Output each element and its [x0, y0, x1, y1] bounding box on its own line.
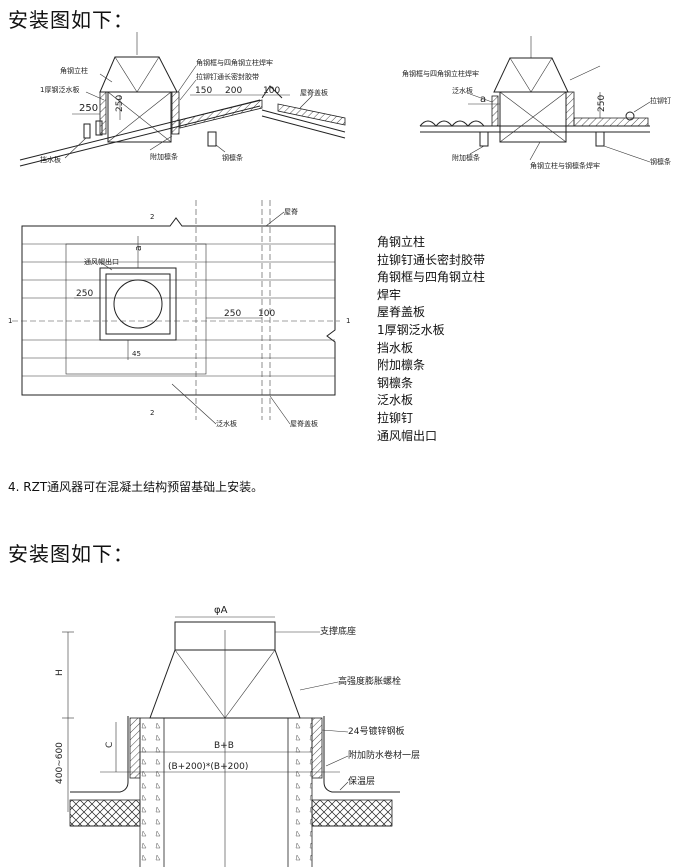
diagram-ridge-section: 250 150 200 100 250 角钢立柱 1厚钢泛水板 挡水板 附加檩条…	[19, 32, 346, 167]
label-ridge-board-plan: 屋脊盖板	[290, 419, 318, 428]
label-base: 支撑底座	[320, 625, 356, 637]
label-insulation: 保温层	[348, 775, 375, 787]
dim-250-b: 250	[115, 95, 125, 112]
legend-item: 焊牢	[377, 287, 402, 302]
label-frame-weld-2: 角钢框与四角钢立柱焊牢	[402, 69, 479, 78]
legend-item: 挡水板	[377, 340, 414, 355]
label-plate: 24号镀锌钢板	[348, 725, 404, 737]
dim-b-b: B+B	[214, 741, 234, 751]
dim-200: 200	[225, 86, 242, 96]
heading-install-2: 安装图如下：	[8, 542, 134, 566]
diagram-flat-section: a 250 角钢框与四角钢立柱焊牢 泛水板 拉铆钉 附加檩条 角钢立柱与钢檩条焊…	[402, 36, 671, 170]
label-angle-post: 角钢立柱	[60, 66, 88, 75]
dim-250-a: 250	[79, 103, 98, 114]
legend-item: 角钢立柱	[377, 235, 426, 249]
dim-100-plan: 100	[258, 309, 275, 319]
label-post-weld-2: 角钢立柱与钢檩条焊牢	[530, 161, 600, 170]
label-steel-purlin: 钢檩条	[222, 153, 243, 162]
dim-250-2: 250	[597, 95, 607, 112]
section-mark-right: 1	[346, 317, 350, 325]
dim-250-plan-b: 250	[224, 309, 241, 319]
legend-item: 拉铆钉通长密封胶带	[377, 252, 486, 267]
dim-c: C	[105, 742, 115, 748]
legend-item: 角钢框与四角钢立柱	[377, 270, 486, 285]
label-extra-purlin: 附加檩条	[150, 152, 178, 161]
label-ridge-plan: 屋脊	[284, 207, 298, 216]
dim-150: 150	[195, 86, 212, 96]
legend-item: 屋脊盖板	[377, 305, 426, 320]
label-ridge-cover: 屋脊盖板	[300, 88, 328, 97]
section-mark-bottom: 2	[150, 409, 154, 417]
legend-item: 拉铆钉	[377, 410, 414, 425]
legend-item: 泛水板	[377, 393, 414, 408]
section-mark-top: 2	[150, 213, 154, 221]
dim-100: 100	[263, 86, 280, 96]
label-water-board: 挡水板	[40, 155, 61, 164]
label-rivet-tape: 拉铆钉通长密封胶带	[196, 72, 259, 81]
dim-a-2: a	[480, 94, 486, 105]
label-rivet-2: 拉铆钉	[650, 96, 671, 105]
dim-h: H	[55, 669, 65, 676]
label-bolt: 高强度膨胀螺栓	[338, 675, 401, 687]
legend-item: 通风帽出口	[377, 428, 438, 443]
legend-item: 1厚钢泛水板	[377, 322, 445, 337]
dim-outer: (B+200)*(B+200)	[168, 762, 248, 772]
heading-install-1: 安装图如下：	[8, 8, 134, 32]
note-text: 4. RZT通风器可在混凝土结构预留基础上安装。	[8, 480, 264, 494]
dim-phi-a: φA	[214, 605, 228, 616]
dim-250-plan: 250	[76, 289, 93, 299]
legend-list: 角钢立柱 拉铆钉通长密封胶带 角钢框与四角钢立柱 焊牢 屋脊盖板 1厚钢泛水板 …	[377, 234, 485, 445]
dim-45-plan: 45	[132, 350, 141, 358]
label-extra-purlin-2: 附加檩条	[452, 153, 480, 162]
section-mark-left: 1	[8, 317, 12, 325]
label-water-board-plan: 泛水板	[216, 419, 237, 428]
label-flashing-1mm: 1厚钢泛水板	[40, 85, 79, 94]
label-membrane: 附加防水卷材一层	[348, 749, 420, 761]
legend-item: 钢檩条	[377, 375, 414, 390]
label-outlet-plan: 通风帽出口	[84, 257, 119, 266]
dim-height-range: 400~600	[55, 742, 65, 784]
diagram-plan-view: 250 250 100 a 45 2 1 1 2 屋脊 通风帽出口 泛水板 屋脊…	[8, 200, 350, 428]
legend-item: 附加檩条	[377, 358, 426, 373]
diagram-concrete-base: φA B+B (B+200)*(B+200) H 400~600 C 支撑底座 …	[55, 605, 420, 867]
label-steel-purlin-2: 钢檩条	[650, 157, 671, 166]
label-flashing-2: 泛水板	[452, 86, 473, 95]
dim-a-plan: a	[134, 245, 144, 251]
label-frame-weld: 角钢框与四角钢立柱焊牢	[196, 58, 273, 67]
